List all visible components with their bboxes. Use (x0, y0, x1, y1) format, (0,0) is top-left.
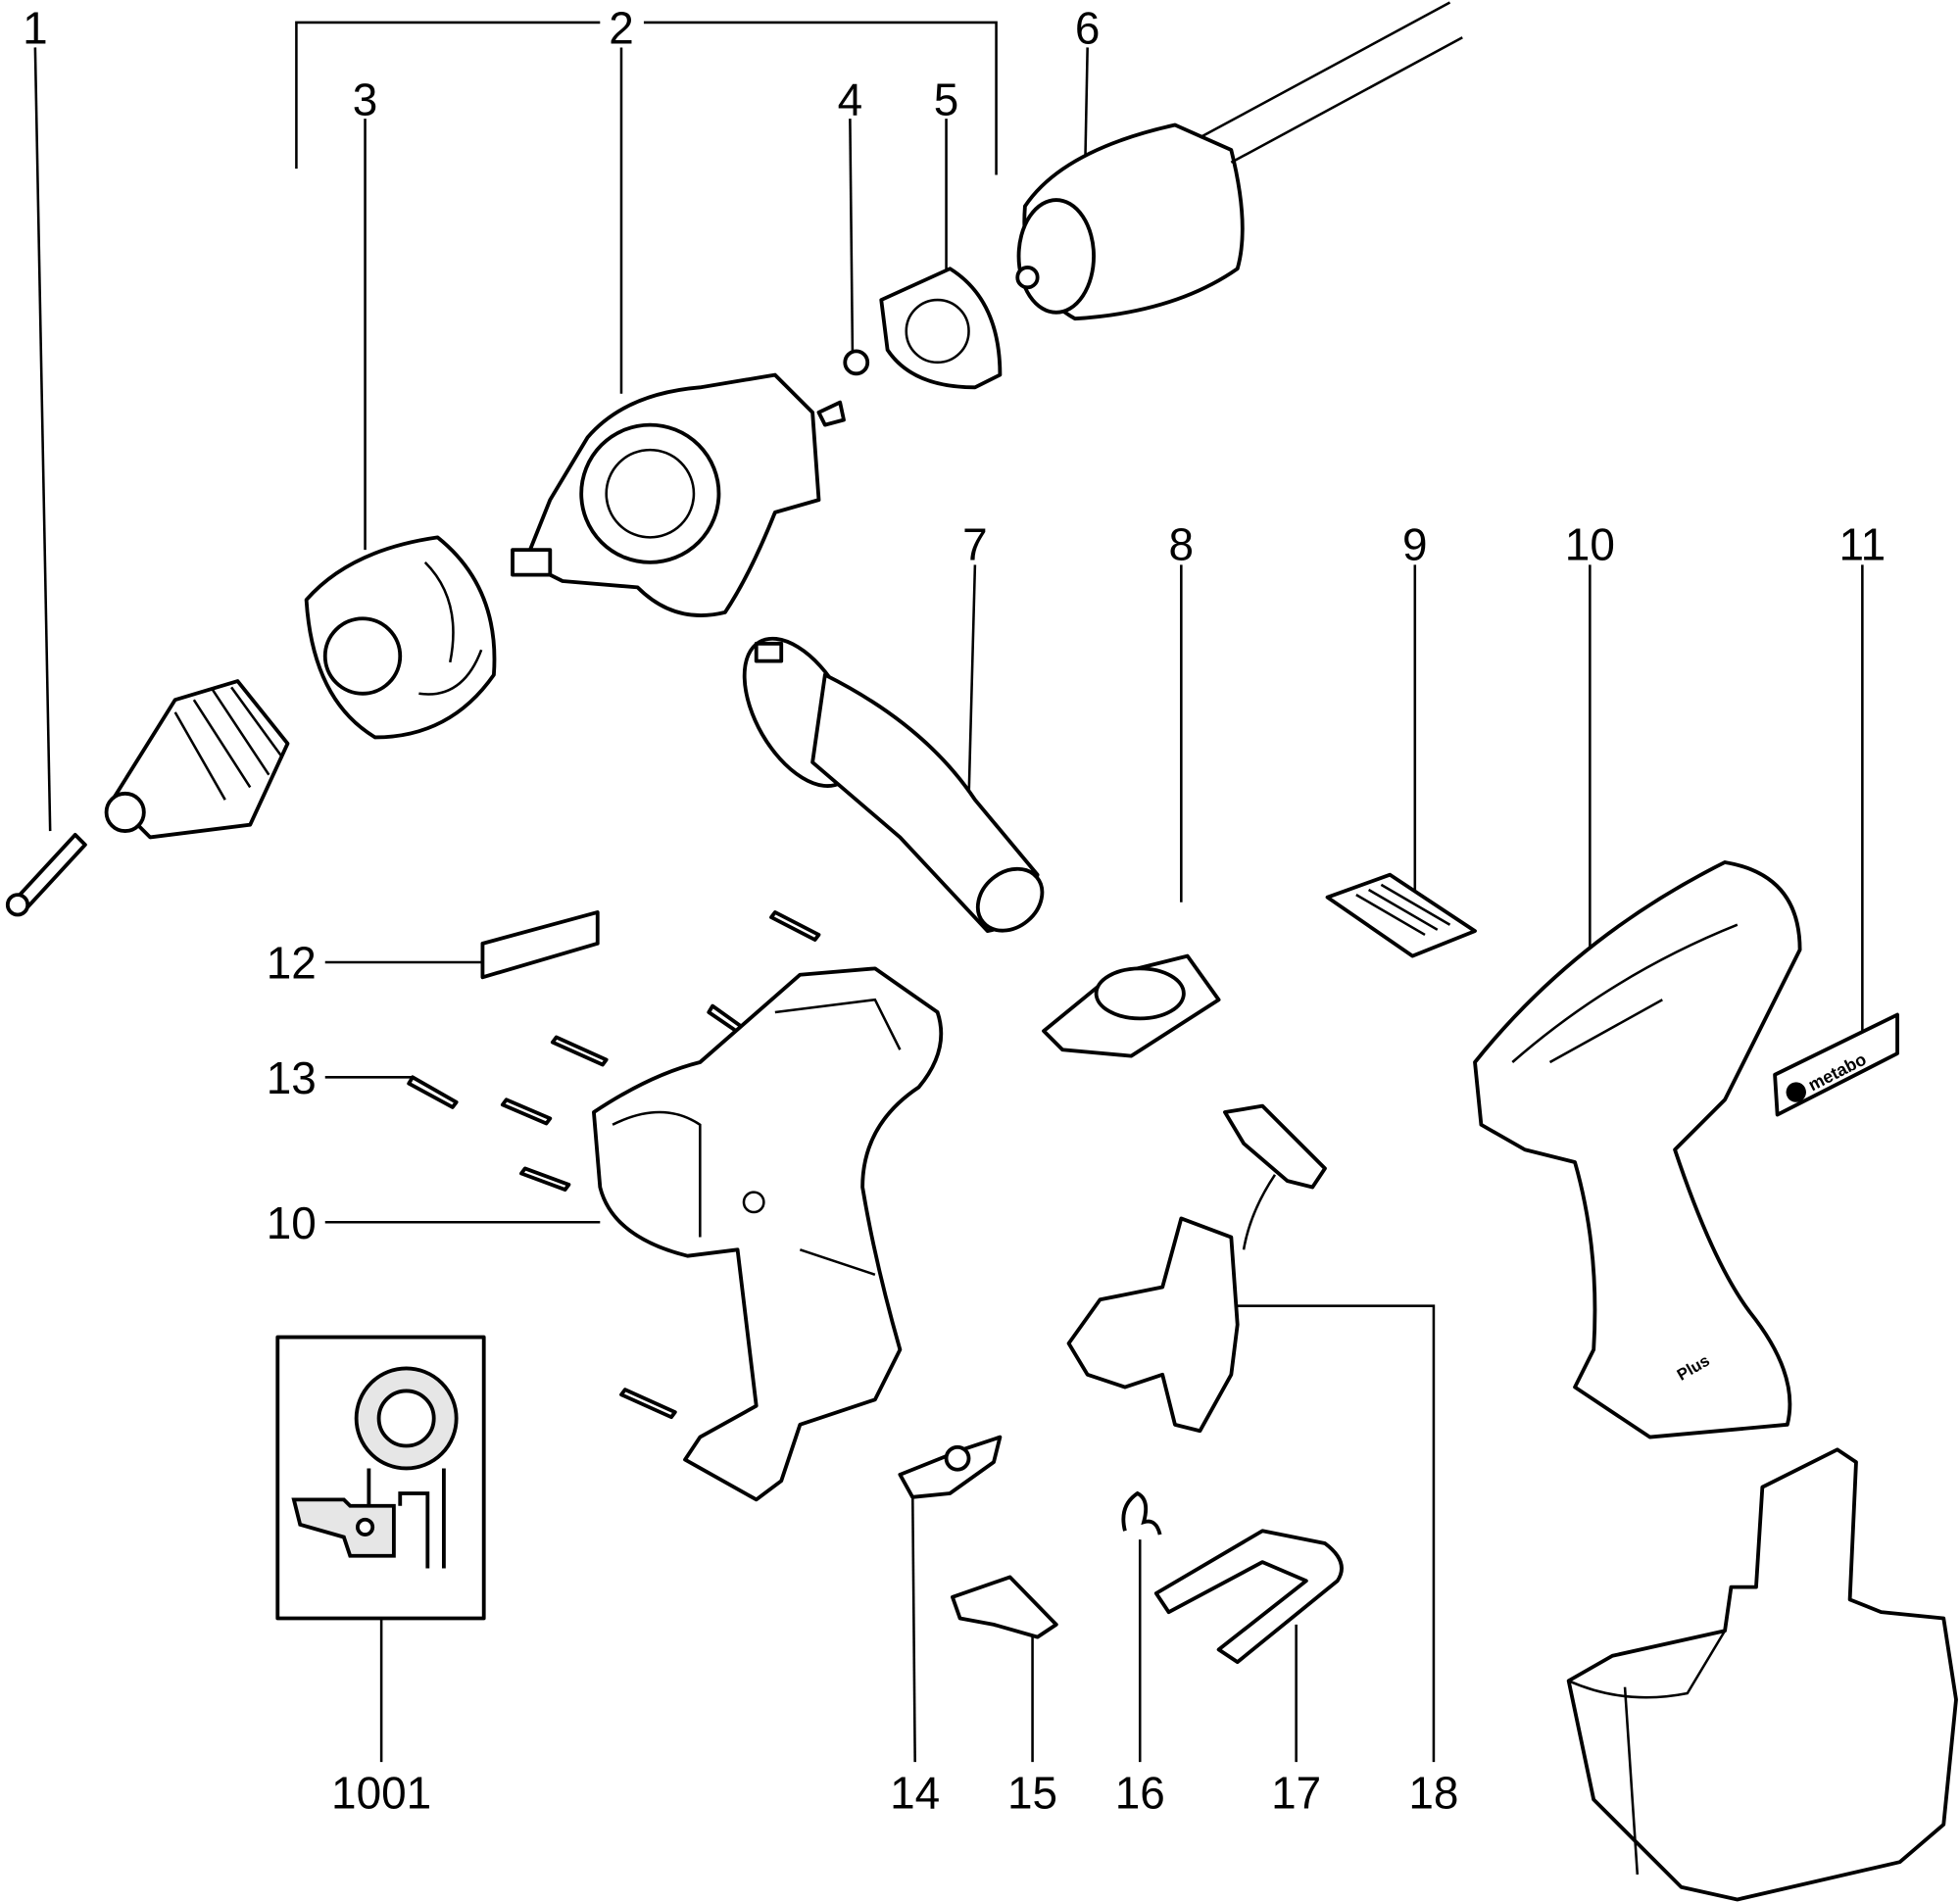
callout-2: 2 (609, 3, 634, 54)
callout-10-left: 10 (267, 1197, 317, 1248)
callout-9: 9 (1402, 518, 1428, 569)
callout-14: 14 (890, 1767, 940, 1818)
leader-lines (33, 21, 1864, 1763)
part-9-label (1325, 872, 1477, 958)
callout-17: 17 (1271, 1767, 1321, 1818)
callout-12: 12 (267, 938, 317, 989)
callout-18: 18 (1408, 1767, 1458, 1818)
part-7-side-handle (742, 636, 1045, 934)
part-2-gearbox (511, 372, 846, 617)
part-11-logo-label: metabo (1773, 1012, 1899, 1117)
part-8-switch (1042, 953, 1221, 1058)
part-17-bracket (1153, 1529, 1344, 1665)
part-10-housing-right: Plus (1473, 860, 1802, 1439)
callout-1: 1 (23, 3, 48, 54)
part-battery-pack (1566, 1447, 1958, 1902)
callout-6: 6 (1075, 3, 1101, 54)
callout-5: 5 (934, 73, 959, 124)
part-chuck (104, 679, 290, 840)
part-6-motor (1015, 1, 1463, 321)
callout-3: 3 (353, 73, 378, 124)
callout-13: 13 (267, 1052, 317, 1103)
part-14 (898, 1435, 1003, 1499)
part-10-housing-left (592, 966, 944, 1502)
part-15 (951, 1575, 1058, 1639)
callout-4: 4 (838, 73, 863, 124)
part-16-clip (1121, 1490, 1162, 1536)
part-5-plate (879, 267, 1003, 390)
part-4-screw (843, 349, 870, 376)
callout-labels: 1 2 3 4 5 6 7 8 9 10 11 12 13 10 1001 14… (23, 3, 1886, 1819)
part-1-screw (5, 832, 87, 917)
part-12-label (480, 910, 600, 980)
callout-11: 11 (1839, 518, 1886, 569)
callout-10-right: 10 (1565, 518, 1615, 569)
callout-16: 16 (1115, 1767, 1165, 1818)
part-13-screws (407, 910, 821, 1420)
part-1001-wiring-diagram (275, 1335, 486, 1621)
callout-1001: 1001 (331, 1767, 431, 1818)
callout-8: 8 (1169, 518, 1195, 569)
part-18-switch-assembly (1066, 1103, 1327, 1434)
part-3-collar (304, 535, 497, 740)
callout-7: 7 (962, 518, 988, 569)
callout-15: 15 (1007, 1767, 1057, 1818)
